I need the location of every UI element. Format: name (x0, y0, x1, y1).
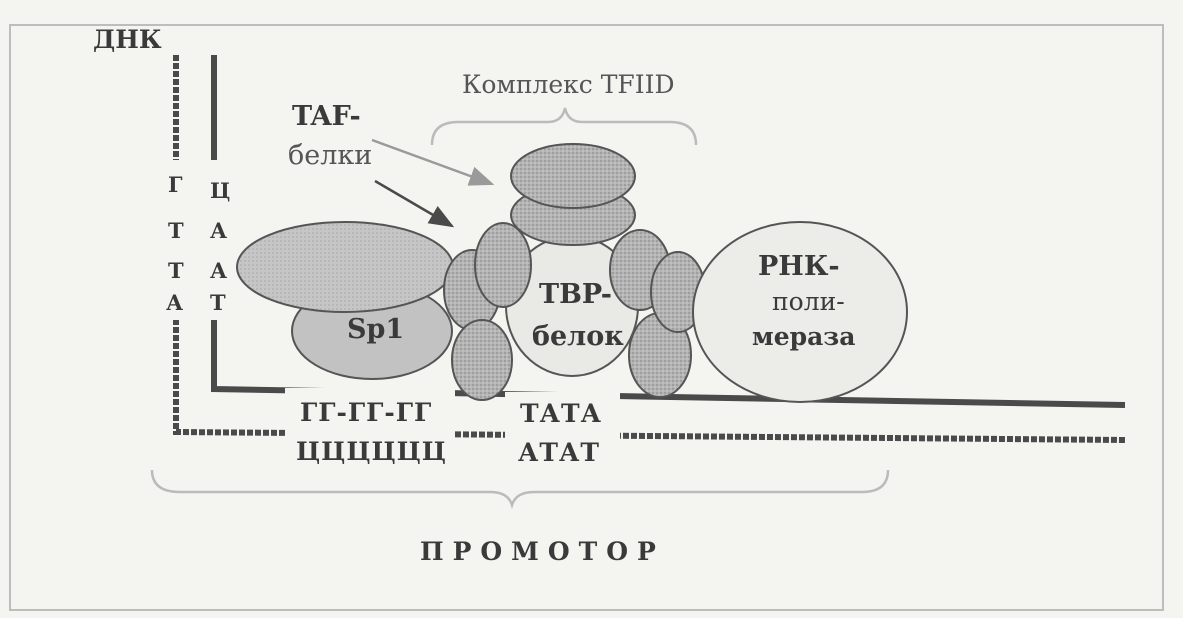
strand-left-letter: Г (168, 172, 183, 197)
rna-polymerase (692, 221, 908, 403)
strand-right-letter: А (210, 258, 227, 283)
tbp-label-line2: белок (532, 321, 624, 352)
sp1-upper-protein (236, 221, 454, 313)
complex-label: Комплекс TFIID (462, 70, 675, 99)
strand-right-letter: А (210, 218, 227, 243)
rnap-label-line3: мераза (752, 322, 855, 351)
taf-subunit (474, 222, 532, 308)
taf-subunits-right (609, 229, 706, 398)
taf-label-line2: белки (288, 140, 372, 171)
tata-box-bottom: АТАТ (518, 438, 600, 467)
strand-right-letters: Ц А А Т (210, 178, 230, 315)
taf-arrow-upper (371, 138, 495, 186)
complex-bracket (430, 107, 698, 146)
tata-box-top: ТАТА (520, 399, 602, 428)
tbp-label-line1: TBP- (539, 279, 612, 310)
sp1-label: Sp1 (347, 314, 404, 345)
dna-label: ДНК (93, 25, 162, 54)
taf-subunit (451, 319, 513, 401)
taf-label-line1: TAF- (292, 101, 361, 132)
taf-subunits-left (443, 222, 532, 401)
promoter-label: ПРОМОТОР (420, 537, 665, 566)
gc-box-bottom: ЦЦЦЦЦЦ (296, 437, 447, 466)
gc-box-top: ГГ-ГГ-ГГ (300, 398, 432, 427)
frame-border (9, 24, 1164, 611)
promoter-bracket (150, 469, 890, 510)
taf-arrow-lower (374, 179, 455, 228)
taf-subunit (510, 143, 636, 209)
strand-left-letters: Г Т Т А (166, 172, 184, 315)
rnap-label-line2: поли- (772, 287, 845, 316)
strand-left-letter: Т (168, 218, 184, 243)
strand-left-letter: Т (168, 258, 184, 283)
strand-right-letter: Ц (210, 178, 230, 203)
taf-subunits-top (510, 143, 636, 246)
strand-left-letter: А (166, 290, 183, 315)
rnap-label-line1: РНК- (758, 251, 840, 282)
strand-right-letter: Т (210, 290, 226, 315)
